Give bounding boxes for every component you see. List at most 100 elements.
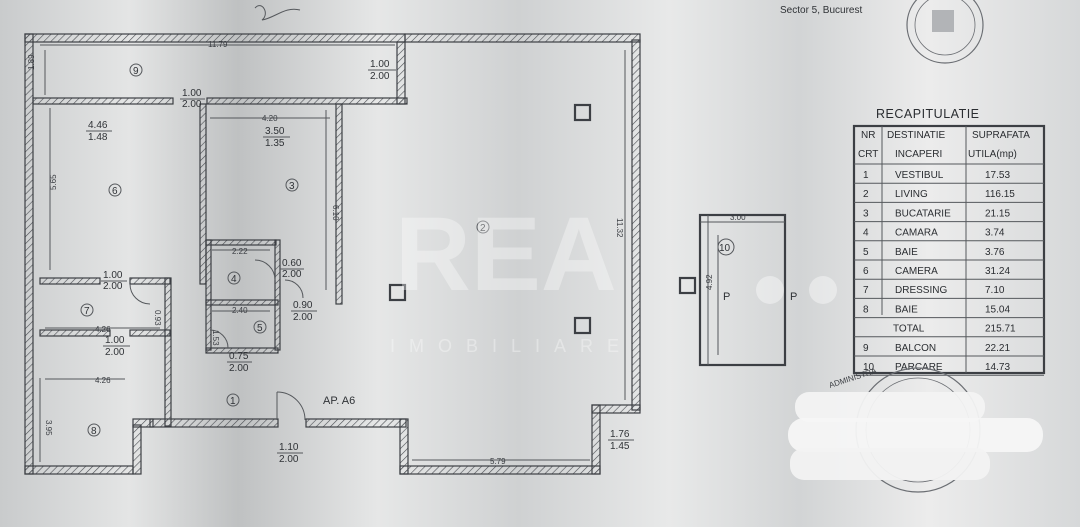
- dimension-label: 4.20: [262, 114, 278, 123]
- recap-cell-nr: 7: [863, 285, 869, 296]
- recap-cell-nr: 8: [863, 304, 869, 315]
- recap-cell-nr: 5: [863, 247, 869, 258]
- svg-text:0.75: 0.75: [229, 351, 249, 362]
- dimension-label: 4.26: [95, 325, 111, 334]
- recap-cell-dest: CAMERA: [895, 266, 938, 277]
- svg-text:2.00: 2.00: [282, 269, 302, 280]
- recap-cell-dest: BALCON: [895, 343, 936, 354]
- svg-text:2.00: 2.00: [279, 454, 299, 465]
- svg-text:2.00: 2.00: [182, 99, 202, 110]
- svg-text:1.10: 1.10: [279, 442, 299, 453]
- svg-text:4: 4: [231, 274, 237, 285]
- recap-cell-value: 15.04: [985, 304, 1010, 315]
- recap-cell-value: 3.74: [985, 228, 1005, 239]
- door-swing-icon: [254, 259, 276, 281]
- dimension-label: 6.10: [331, 205, 340, 221]
- stamp-top-right-icon: [906, 0, 984, 64]
- recap-cell-dest: BUCATARIE: [895, 208, 951, 219]
- recap-cell-value: 22.21: [985, 343, 1010, 354]
- entrance-door-swing-icon: [276, 391, 306, 421]
- svg-text:REA: REA: [395, 196, 617, 313]
- svg-text:1.00: 1.00: [182, 88, 202, 99]
- svg-text:0.90: 0.90: [293, 300, 313, 311]
- header-nr: NR: [861, 130, 875, 141]
- recap-total-row: TOTAL 215.71: [893, 324, 1016, 335]
- dimension-label: 11.32: [615, 218, 624, 238]
- header-crt: CRT: [858, 149, 878, 160]
- room-numbers: 9 6 3 2 4 5 7 1 8 10: [80, 63, 735, 437]
- dimension-label: 1.53: [211, 330, 220, 346]
- recap-cell-dest: BAIE: [895, 247, 918, 258]
- svg-text:6: 6: [112, 186, 118, 197]
- dimension-label: 2.40: [232, 306, 248, 315]
- svg-text:1: 1: [230, 396, 236, 407]
- svg-text:1.35: 1.35: [265, 138, 285, 149]
- svg-text:2.00: 2.00: [370, 71, 390, 82]
- recap-row: 1 VESTIBUL 17.53: [863, 170, 1010, 181]
- recap-cell-nr: 2: [863, 189, 869, 200]
- redaction-blur: [788, 392, 1043, 480]
- column-marker: [573, 316, 592, 335]
- recap-row: 8 BAIE 15.04: [863, 304, 1010, 315]
- recap-cell-value: 215.71: [985, 324, 1016, 335]
- column-marker: [573, 103, 592, 122]
- dimension-label: 4.92: [705, 274, 714, 290]
- dimension-label: 3.95: [44, 420, 53, 436]
- parking-space-10: [698, 213, 787, 367]
- recap-cell-value: 17.53: [985, 170, 1010, 181]
- svg-text:2.00: 2.00: [105, 347, 125, 358]
- svg-text:8: 8: [91, 426, 97, 437]
- dimension-lines: [39, 44, 782, 462]
- svg-text:IMOBILIARE: IMOBILIARE: [390, 336, 633, 356]
- header-utila: UTILA(mp): [968, 149, 1017, 160]
- recap-cell-dest: VESTIBUL: [895, 170, 944, 181]
- door-swing-icon: [284, 279, 304, 299]
- header-suprafata: SUPRAFATA: [972, 130, 1030, 141]
- svg-text:1.48: 1.48: [88, 132, 108, 143]
- dimension-label: 3.00: [730, 213, 746, 222]
- svg-text:2.00: 2.00: [229, 363, 249, 374]
- recap-cell-value: 7.10: [985, 285, 1005, 296]
- svg-text:1.00: 1.00: [105, 335, 125, 346]
- recap-cell-nr: 6: [863, 266, 869, 277]
- recap-cell-nr: 1: [863, 170, 869, 181]
- recap-row: 7 DRESSING 7.10: [863, 285, 1005, 296]
- svg-text:2.00: 2.00: [293, 312, 313, 323]
- header-incaperi: INCAPERI: [895, 149, 942, 160]
- recap-row: 9 BALCON 22.21: [863, 343, 1010, 354]
- address-text: Sector 5, Bucurest: [780, 5, 862, 16]
- recap-table: [852, 124, 1046, 375]
- recap-title: RECAPITULATIE: [876, 107, 980, 121]
- dimension-label: 5.79: [490, 457, 506, 466]
- recap-cell-dest: BAIE: [895, 304, 918, 315]
- recap-cell-value: 21.15: [985, 208, 1010, 219]
- recap-cell-dest: DRESSING: [895, 285, 947, 296]
- svg-text:4.46: 4.46: [88, 120, 108, 131]
- svg-text:2: 2: [480, 223, 486, 234]
- walls-outline: [24, 33, 641, 475]
- watermark-logo: REA IMOBILIARE: [390, 196, 837, 356]
- recap-cell-nr: 9: [863, 343, 869, 354]
- svg-text:1.00: 1.00: [370, 59, 390, 70]
- recap-cell-dest: LIVING: [895, 189, 928, 200]
- recap-cell-nr: 10: [863, 362, 875, 373]
- svg-text:10: 10: [719, 243, 731, 254]
- dimension-label: 2.22: [232, 247, 248, 256]
- dimension-label: 11.79: [208, 40, 228, 49]
- recap-cell-dest: TOTAL: [893, 324, 925, 335]
- svg-text:1.45: 1.45: [610, 441, 630, 452]
- svg-text:7: 7: [84, 306, 90, 317]
- recap-cell-dest: CAMARA: [895, 228, 938, 239]
- svg-text:3: 3: [289, 181, 295, 192]
- recap-cell-value: 116.15: [985, 189, 1015, 200]
- header-destinatie: DESTINATIE: [887, 130, 945, 141]
- door-swing-icon: [129, 283, 151, 305]
- opening-labels: 1.00 2.00 1.00 2.00 4.46 1.48 3.50 1.35 …: [86, 59, 634, 465]
